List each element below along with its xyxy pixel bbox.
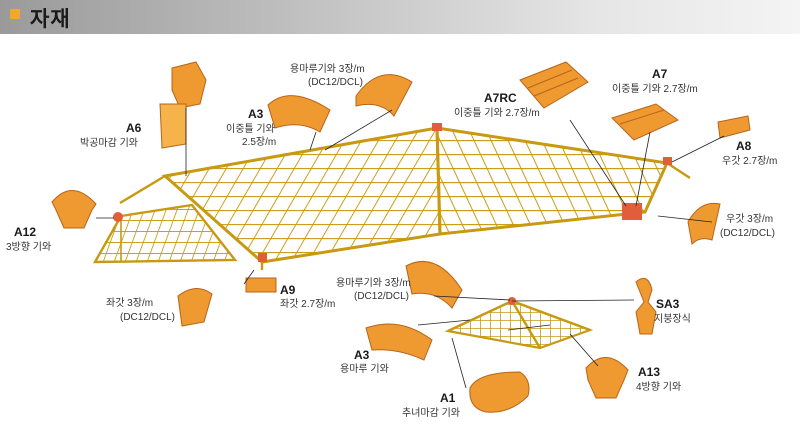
label-ridge-top-line1: 용마루기와 3장/m [290,63,365,75]
tile-a3-bottom-icon [365,323,433,361]
label-right-eave-line2: (DC12/DCL) [720,228,775,239]
label-ridge-mid-line2: (DC12/DCL) [354,291,409,302]
label-a13-desc: 4방향 기와 [636,381,681,393]
label-a1-code: A1 [440,391,456,405]
corner-cap-left [258,253,267,262]
label-left-eave-line2: (DC12/DCL) [120,312,175,323]
label-a13-code: A13 [638,365,660,379]
tile-a9-icon [245,277,277,293]
gable-board-left [119,174,166,205]
gable-board-right [666,161,691,180]
label-a7rc-code: A7RC [484,91,517,105]
tile-sa3-icon [635,277,657,335]
tile-a7rc-icon [519,61,589,109]
label-a9-code: A9 [280,283,296,297]
small-pyramid-left [92,203,238,264]
label-a8-code: A8 [736,139,752,153]
leader-lines [96,108,725,389]
tile-a7-icon [611,103,679,141]
tile-right-eave-icon [687,202,721,246]
tile-a12-icon [51,190,97,229]
label-a3-bottom-code: A3 [354,348,370,362]
tile-left-eave-icon [177,288,213,327]
label-a6-desc: 박공마감 기와 [80,137,138,149]
label-ridge-mid-line1: 용마루기와 3장/m [336,277,411,289]
label-a9-desc: 좌갓 2.7장/m [280,298,335,310]
roof-materials-diagram: A6 박공마감 기와 A12 3방향 기와 A3 이중틀 기와 2.5장/m 용… [6,61,777,419]
tile-a1-icon [469,371,530,413]
label-left-eave-line1: 좌갓 3장/m [106,297,153,309]
label-right-eave-line1: 우갓 3장/m [726,213,773,225]
label-a3-top-desc2: 2.5장/m [242,136,276,148]
label-a7-code: A7 [652,67,668,81]
ridge-cap-top [432,123,442,131]
tile-a3-top-icon [267,95,331,133]
tile-ridge-top-icon [355,74,413,117]
label-a3-top-code: A3 [248,107,264,121]
label-a8-desc: 우갓 2.7장/m [722,155,777,167]
tile-a8-icon [717,115,751,139]
small-pyramid-bottom [444,297,594,350]
page-title: 자재 [30,8,71,31]
label-a12-desc: 3방향 기와 [6,241,51,253]
tile-a13-icon [585,357,629,399]
corner-cap-right [663,157,672,165]
header-accent-square [10,9,20,19]
header-bar: 자재 [0,0,800,34]
label-a3-top-desc1: 이중틀 기와 [226,123,275,135]
label-ridge-top-line2: (DC12/DCL) [308,77,363,88]
tile-ridge-mid-icon [405,261,463,309]
label-a1-desc: 추녀마감 기와 [402,407,460,419]
label-a7-desc: 이중틀 기와 2.7장/m [612,83,698,95]
label-sa3-desc: 지붕장식 [654,313,691,325]
label-a3-bottom-desc: 용마루 기와 [340,363,389,375]
label-a7rc-desc: 이중틀 기와 2.7장/m [454,107,540,119]
label-sa3-code: SA3 [656,297,680,311]
tile-block-a7rc [622,203,642,220]
label-a6-code: A6 [126,121,142,135]
tile-a6-icon [159,61,207,149]
label-a12-code: A12 [14,225,36,239]
